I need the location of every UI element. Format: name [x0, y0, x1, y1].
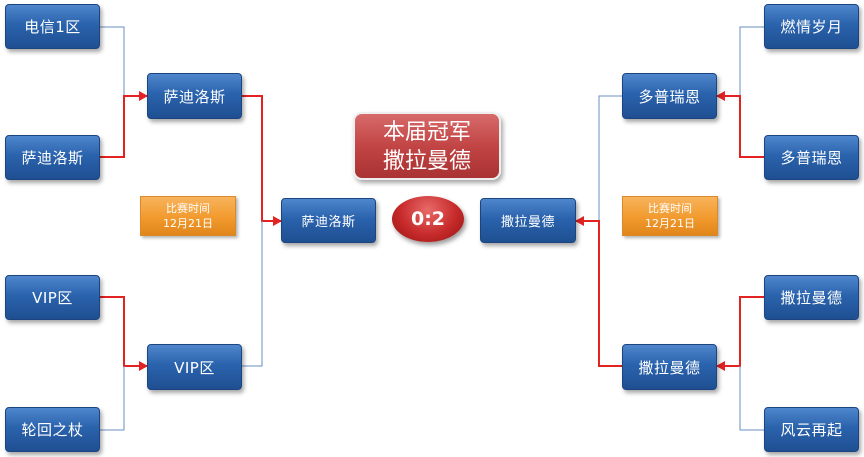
right-semi-team-1: 多普瑞恩 [622, 73, 717, 119]
right-round1-team-2: 多普瑞恩 [764, 135, 859, 180]
match-time-left: 比赛时间 12月21日 [140, 196, 236, 236]
champion-banner-line-2: 撒拉曼德 [382, 149, 471, 174]
line-sadiluosi-to-semi [100, 91, 148, 158]
line-salamande-to-semi [716, 296, 764, 371]
match-time-right-label: 比赛时间 [648, 202, 692, 215]
champion-banner: 本届冠军 撒拉曼德 [353, 112, 501, 180]
line-semi-salamande-to-final [575, 216, 622, 367]
right-round1-team-3: 撒拉曼德 [764, 275, 859, 320]
line-dianxin-to-semi [100, 26, 125, 96]
match-time-left-date: 12月21日 [163, 217, 213, 230]
right-finalist: 撒拉曼德 [480, 198, 576, 243]
match-time-right-date: 12月21日 [645, 217, 695, 230]
match-time-left-label: 比赛时间 [166, 202, 210, 215]
champion-banner-line-1: 本届冠军 [382, 120, 471, 145]
line-duopu-to-semi [716, 91, 764, 158]
left-finalist: 萨迪洛斯 [281, 198, 376, 243]
line-semi-vip-to-final [242, 221, 263, 367]
line-ranqing-to-semi [739, 26, 764, 96]
line-semi-duopu-to-final [598, 95, 622, 221]
line-fengyun-to-semi [739, 366, 764, 431]
left-round1-team-2: 萨迪洛斯 [5, 135, 100, 180]
match-time-right: 比赛时间 12月21日 [622, 196, 718, 236]
left-semi-team-1: 萨迪洛斯 [147, 73, 242, 119]
line-semi-sadiluosi-to-final [242, 95, 282, 226]
left-round1-team-4: 轮回之杖 [5, 407, 100, 452]
right-round1-team-4: 风云再起 [764, 407, 859, 452]
right-round1-team-1: 燃情岁月 [764, 4, 859, 49]
left-round1-team-3: VIP区 [5, 275, 100, 320]
left-round1-team-1: 电信1区 [5, 4, 100, 49]
line-lunhui-to-semi [100, 366, 125, 431]
right-semi-team-2: 撒拉曼德 [622, 344, 717, 390]
line-vip-to-semi [100, 296, 148, 371]
final-score: 0:2 [392, 196, 464, 242]
left-semi-team-2: VIP区 [147, 344, 242, 390]
